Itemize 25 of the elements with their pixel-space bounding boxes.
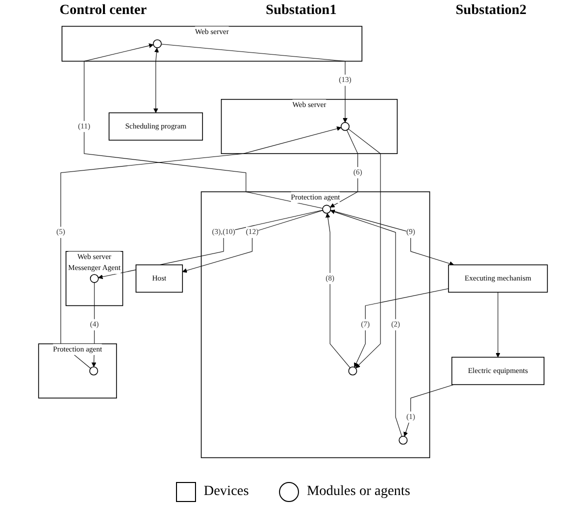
arrow — [330, 130, 358, 208]
node-circle — [322, 204, 332, 214]
arrow — [84, 43, 323, 209]
arrow — [330, 210, 402, 437]
arrow — [354, 288, 449, 368]
node-circle — [152, 39, 162, 48]
node-circle — [89, 366, 98, 376]
arrow — [330, 210, 454, 266]
region-label: Substation1 — [266, 3, 337, 19]
legend-label: Devices — [204, 484, 249, 500]
arrow — [153, 48, 159, 113]
arrow — [161, 44, 348, 123]
node-circle — [340, 122, 350, 131]
arrow — [496, 292, 500, 358]
legend-label: Modules or agents — [306, 484, 410, 500]
node-circle — [90, 274, 99, 283]
region-label: Control center — [60, 3, 147, 19]
arrow — [98, 210, 323, 280]
arrow — [182, 210, 324, 273]
arrow — [326, 213, 350, 368]
arrow — [403, 384, 454, 437]
arrow — [348, 128, 381, 368]
node-circle — [348, 366, 358, 376]
node-circle — [398, 436, 408, 445]
region-label: Substation2 — [456, 3, 526, 19]
